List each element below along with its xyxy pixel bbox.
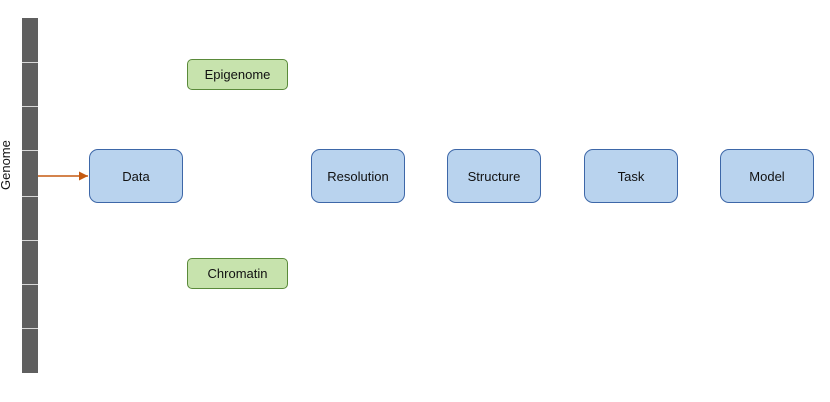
model-node: Model bbox=[720, 149, 814, 203]
task-node: Task bbox=[584, 149, 678, 203]
genome-segment-divider bbox=[22, 328, 38, 329]
structure-node-label: Structure bbox=[467, 168, 521, 184]
genome-segment-divider bbox=[22, 240, 38, 241]
genome-segment-divider bbox=[22, 106, 38, 107]
chromatin-node-label: Chromatin bbox=[207, 266, 268, 281]
task-node-label: Task bbox=[617, 168, 645, 184]
genome-segment-divider bbox=[22, 284, 38, 285]
resolution-node-label: Resolution bbox=[327, 168, 389, 184]
chromatin-node: Chromatin bbox=[187, 258, 288, 289]
model-node-label: Model bbox=[749, 168, 785, 184]
data-node-label: Data bbox=[122, 168, 150, 184]
epigenome-node-label: Epigenome bbox=[204, 67, 271, 82]
genome-segment-divider bbox=[22, 150, 38, 151]
resolution-node: Resolution bbox=[311, 149, 405, 203]
epigenome-node: Epigenome bbox=[187, 59, 288, 90]
data-node: Data bbox=[89, 149, 183, 203]
genome-segment-divider bbox=[22, 62, 38, 63]
genome-segment-divider bbox=[22, 196, 38, 197]
structure-node: Structure bbox=[447, 149, 541, 203]
genome-strip bbox=[22, 18, 38, 373]
